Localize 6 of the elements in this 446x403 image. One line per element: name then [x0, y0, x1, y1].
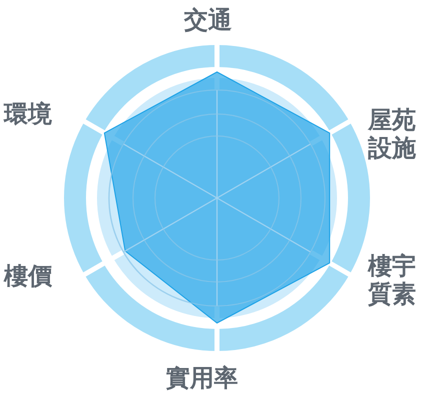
axis-label: 屋苑設施 [368, 106, 417, 162]
axis-label: 交通 [184, 6, 233, 34]
axis-label: 樓宇質素 [368, 252, 417, 308]
axis-label: 樓價 [4, 262, 53, 290]
axis-label: 環境 [4, 100, 53, 128]
axis-label: 實用率 [166, 364, 239, 392]
